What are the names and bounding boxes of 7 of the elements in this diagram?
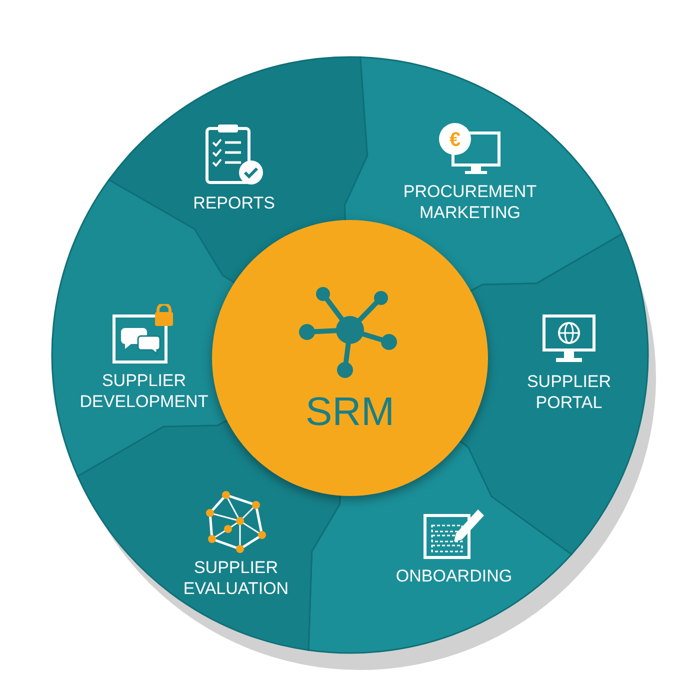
segment-label: SUPPLIER DEVELOPMENT [78, 370, 210, 412]
segment-label: ONBOARDING [396, 566, 512, 586]
center-title: SRM [306, 392, 394, 432]
segment-label: REPORTS [193, 192, 275, 214]
segment-label: SUPPLIER EVALUATION [182, 557, 290, 599]
segment-label: PROCUREMENT MARKETING [402, 181, 538, 223]
segment-label: SUPPLIER PORTAL [526, 371, 612, 413]
